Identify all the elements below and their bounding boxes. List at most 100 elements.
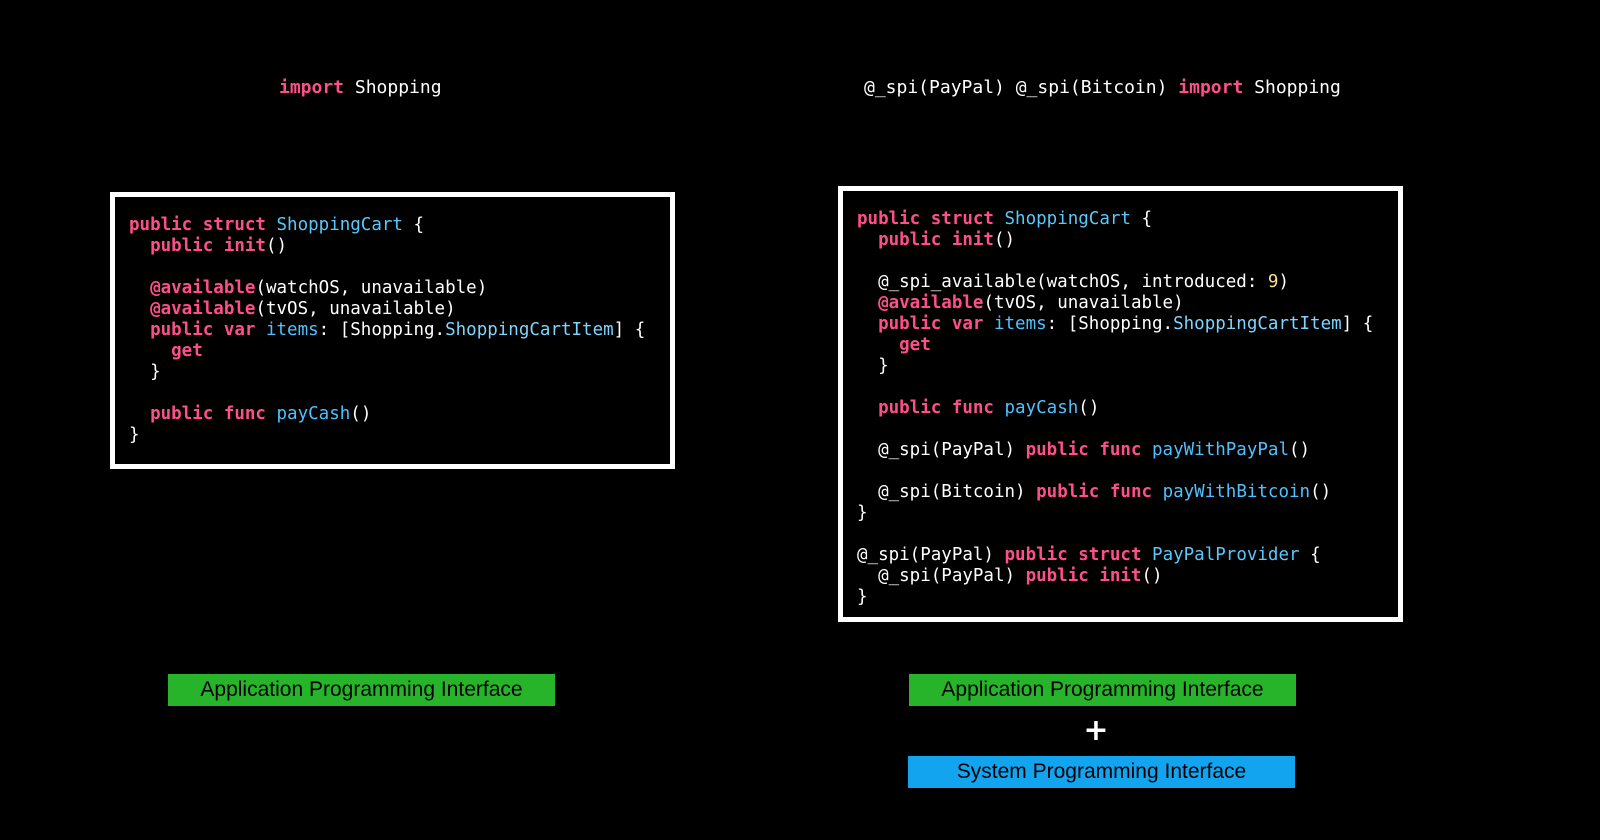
code-token: }	[857, 587, 868, 607]
code-token: @_spi(Bitcoin)	[857, 482, 1037, 502]
code-line: public func payCash()	[857, 398, 1373, 419]
code-token: items	[993, 314, 1047, 334]
code-token: public var	[857, 314, 994, 334]
code-line: }	[129, 425, 645, 446]
code-token: public struct	[857, 209, 1005, 229]
code-token: ShoppingCart	[276, 215, 403, 235]
import-module: Shopping	[1254, 77, 1341, 98]
code-token: public init	[129, 236, 266, 256]
code-token: }	[857, 356, 889, 376]
code-token: @_spi(PayPal)	[857, 566, 1026, 586]
code-line	[857, 251, 1373, 272]
code-token: @available	[129, 299, 256, 319]
import-module: Shopping	[354, 77, 442, 98]
code-line: public var items: [Shopping.ShoppingCart…	[129, 320, 645, 341]
right-import-statement: @_spi(PayPal) @_spi(Bitcoin) import Shop…	[864, 76, 1341, 100]
left-import-statement: import Shopping	[279, 76, 442, 100]
code-token: ] {	[613, 320, 646, 340]
code-token: public struct	[129, 215, 277, 235]
code-token: ] {	[1341, 314, 1374, 334]
code-token: @_spi(PayPal)	[857, 545, 1005, 565]
code-line: get	[857, 335, 1373, 356]
code-token: : [Shopping.	[1046, 314, 1174, 334]
code-line: get	[129, 341, 645, 362]
code-token: @available	[857, 293, 984, 313]
code-token: ()	[1078, 398, 1100, 418]
code-line: public var items: [Shopping.ShoppingCart…	[857, 314, 1373, 335]
code-line: }	[857, 356, 1373, 377]
right-code-box: public struct ShoppingCart { public init…	[838, 186, 1403, 622]
code-token: ()	[265, 236, 288, 256]
plus-sign: +	[1083, 713, 1109, 748]
spi-label-right: System Programming Interface	[908, 756, 1295, 788]
code-token: public struct	[1004, 545, 1153, 565]
code-line	[857, 461, 1373, 482]
code-token: public init	[1025, 566, 1142, 586]
code-line	[857, 524, 1373, 545]
code-token: public func	[129, 404, 277, 424]
code-line	[857, 377, 1373, 398]
code-token: public var	[129, 320, 266, 340]
left-code-block: public struct ShoppingCart { public init…	[129, 215, 645, 446]
right-code-block: public struct ShoppingCart { public init…	[857, 209, 1373, 608]
code-line: @_spi(PayPal) public init()	[857, 566, 1373, 587]
code-token: }	[129, 425, 140, 445]
api-label-left: Application Programming Interface	[168, 674, 555, 706]
code-line	[129, 257, 645, 278]
code-token: ()	[1141, 566, 1163, 586]
code-line: public init()	[857, 230, 1373, 251]
code-token: PayPalProvider	[1152, 545, 1300, 565]
code-token: ShoppingCartItem	[445, 320, 614, 340]
code-line: @_spi(PayPal) public func payWithPayPal(…	[857, 440, 1373, 461]
code-line: public struct ShoppingCart {	[857, 209, 1373, 230]
code-token: get	[857, 335, 931, 355]
code-token: public func	[857, 398, 1005, 418]
code-token: payCash	[1004, 398, 1079, 418]
api-label-right: Application Programming Interface	[909, 674, 1296, 706]
code-token: }	[129, 362, 161, 382]
code-token: public init	[857, 230, 994, 250]
code-token: {	[402, 215, 425, 235]
code-token: public func	[1025, 440, 1153, 460]
code-token: get	[129, 341, 203, 361]
code-token: )	[1278, 272, 1289, 292]
code-line: }	[857, 503, 1373, 524]
code-token: (tvOS, unavailable)	[983, 293, 1184, 313]
code-line	[857, 419, 1373, 440]
code-token: items	[265, 320, 319, 340]
code-token: (watchOS, unavailable)	[255, 278, 488, 298]
spi-import-prefix: @_spi(PayPal) @_spi(Bitcoin)	[864, 77, 1179, 98]
code-line: @_spi(Bitcoin) public func payWithBitcoi…	[857, 482, 1373, 503]
code-token: 9	[1267, 272, 1279, 292]
import-keyword: import	[279, 77, 345, 98]
code-token: : [Shopping.	[318, 320, 446, 340]
left-code-box: public struct ShoppingCart { public init…	[110, 192, 675, 469]
code-line: @available(tvOS, unavailable)	[857, 293, 1373, 314]
code-token: ShoppingCartItem	[1173, 314, 1342, 334]
code-token: ()	[1288, 440, 1311, 460]
code-token: ()	[350, 404, 372, 424]
code-line: @_spi(PayPal) public struct PayPalProvid…	[857, 545, 1373, 566]
code-token: }	[857, 503, 868, 523]
code-token: @_spi(PayPal)	[857, 440, 1026, 460]
code-line: @available(tvOS, unavailable)	[129, 299, 645, 320]
code-line	[129, 383, 645, 404]
import-keyword: import	[1178, 77, 1244, 98]
code-token: ShoppingCart	[1004, 209, 1131, 229]
code-line: @_spi_available(watchOS, introduced: 9)	[857, 272, 1373, 293]
code-line: public func payCash()	[129, 404, 645, 425]
code-line: public init()	[129, 236, 645, 257]
code-line: @available(watchOS, unavailable)	[129, 278, 645, 299]
code-line: }	[857, 587, 1373, 608]
code-line: public struct ShoppingCart {	[129, 215, 645, 236]
code-token: payCash	[276, 404, 351, 424]
code-token: {	[1299, 545, 1321, 565]
code-token: ()	[993, 230, 1016, 250]
code-token: @_spi_available(watchOS, introduced:	[857, 272, 1268, 292]
code-token: payWithBitcoin	[1162, 482, 1311, 502]
code-token: (tvOS, unavailable)	[255, 299, 456, 319]
code-token: payWithPayPal	[1152, 440, 1289, 460]
code-line: }	[129, 362, 645, 383]
code-token: @available	[129, 278, 256, 298]
code-token: {	[1130, 209, 1153, 229]
